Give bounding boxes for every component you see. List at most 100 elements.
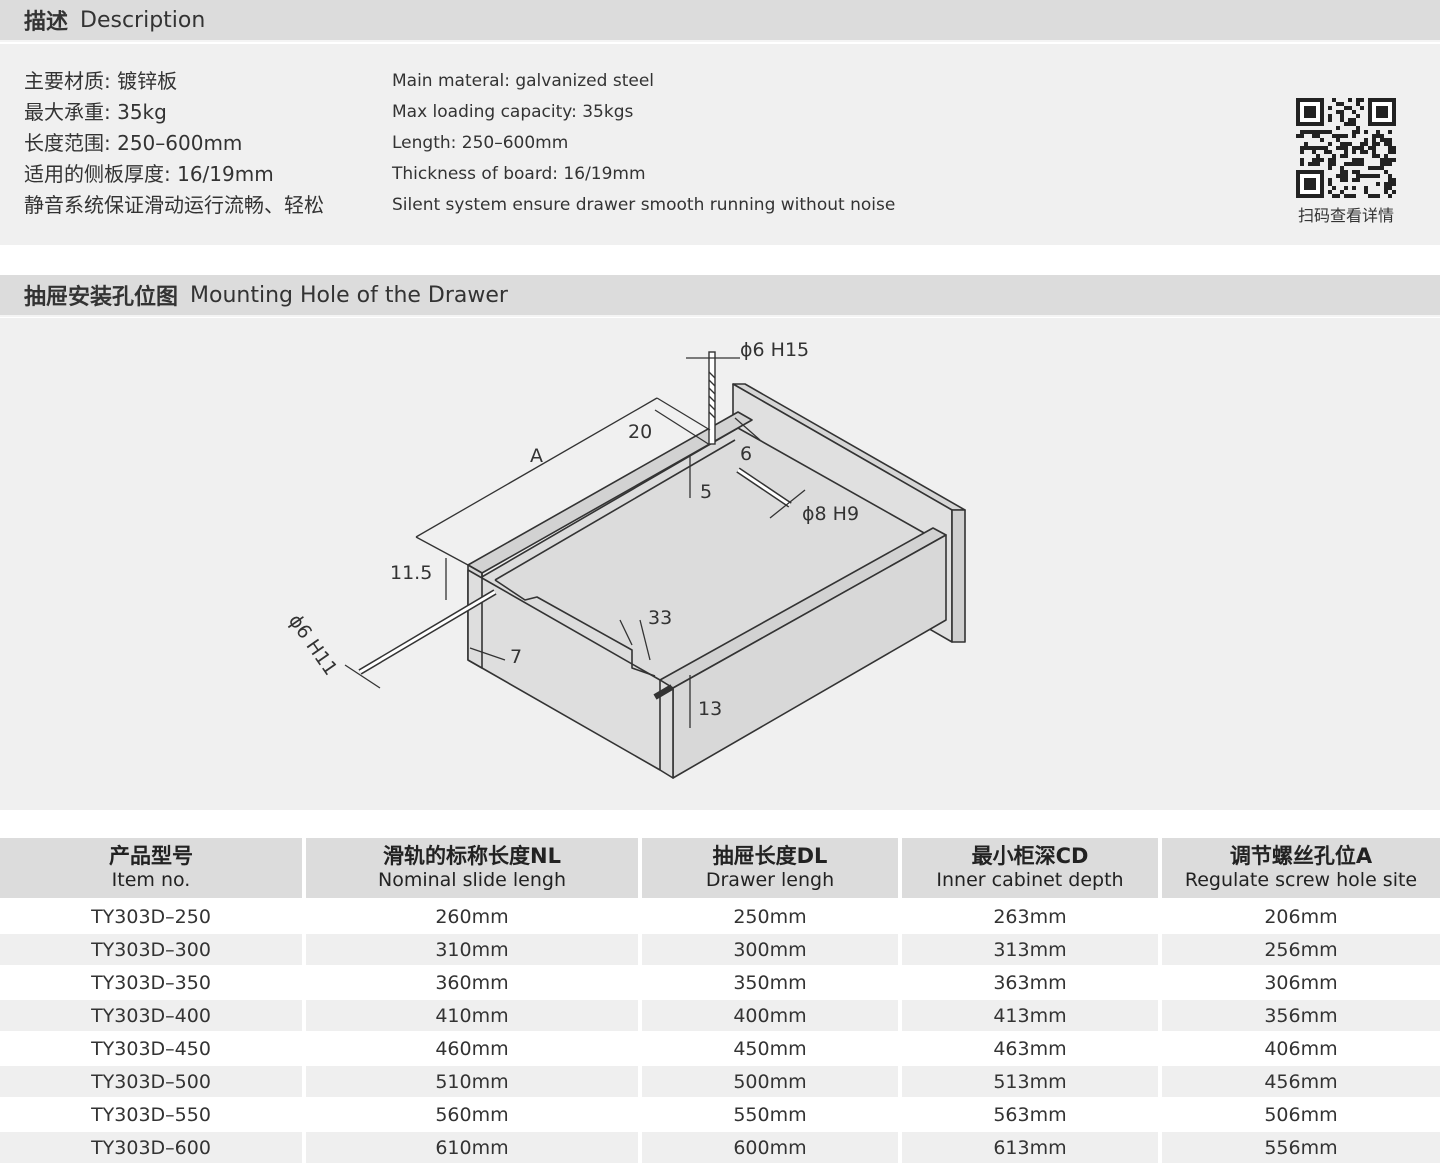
table-cell: 306mm [1160, 966, 1440, 999]
top-drill-icon [709, 352, 715, 444]
table-cell: 356mm [1160, 999, 1440, 1032]
description-list-en: Main materal: galvanized steel Max loadi… [392, 66, 895, 221]
label-dim-5: 5 [700, 481, 712, 503]
description-line-en: Thickness of board: 16/19mm [392, 159, 895, 190]
qr-code-icon[interactable] [1296, 98, 1396, 198]
description-header-en: Description [80, 8, 205, 33]
table-cell: 260mm [304, 900, 640, 934]
table-cell: 450mm [640, 1032, 900, 1065]
table-cell: 363mm [900, 966, 1160, 999]
table-cell: 350mm [640, 966, 900, 999]
table-cell: 510mm [304, 1065, 640, 1098]
table-cell: 250mm [640, 900, 900, 934]
table-cell: 556mm [1160, 1131, 1440, 1163]
col-header-en: Item no. [0, 868, 302, 892]
table-cell: TY303D–300 [0, 933, 304, 966]
table-cell: TY303D–450 [0, 1032, 304, 1065]
table-cell: 206mm [1160, 900, 1440, 934]
table-cell: TY303D–250 [0, 900, 304, 934]
table-cell: 506mm [1160, 1098, 1440, 1131]
dim-a-ext1 [416, 537, 468, 565]
col-header-cn: 最小柜深CD [902, 844, 1158, 868]
label-dim-a: A [530, 445, 543, 467]
description-line-cn: 长度范围: 250–600mm [24, 128, 324, 159]
col-header-cn: 抽屉长度DL [642, 844, 898, 868]
table-cell: 610mm [304, 1131, 640, 1163]
dim-a-ext2 [657, 398, 710, 430]
label-dim-33: 33 [648, 607, 672, 629]
col-header-cn: 滑轨的标称长度NL [306, 844, 638, 868]
table-cell: 563mm [900, 1098, 1160, 1131]
table-cell: TY303D–350 [0, 966, 304, 999]
dim-20-line [655, 410, 710, 445]
col-header-en: Drawer lengh [642, 868, 898, 892]
table-cell: 460mm [304, 1032, 640, 1065]
table-cell: 300mm [640, 933, 900, 966]
table-cell: 500mm [640, 1065, 900, 1098]
col-header-cn: 调节螺丝孔位A [1162, 844, 1440, 868]
table-cell: 513mm [900, 1065, 1160, 1098]
description-line-en: Main materal: galvanized steel [392, 66, 895, 97]
mounting-header-en: Mounting Hole of the Drawer [190, 283, 508, 308]
table-cell: TY303D–500 [0, 1065, 304, 1098]
col-header-cn: 产品型号 [0, 844, 302, 868]
table-cell: 456mm [1160, 1065, 1440, 1098]
col-header-en: Inner cabinet depth [902, 868, 1158, 892]
table-cell: 550mm [640, 1098, 900, 1131]
description-line-cn: 静音系统保证滑动运行流畅、轻松 [24, 190, 324, 221]
table-cell: 413mm [900, 999, 1160, 1032]
table-cell: 256mm [1160, 933, 1440, 966]
table-cell: TY303D–600 [0, 1131, 304, 1163]
description-line-en: Max loading capacity: 35kgs [392, 97, 895, 128]
mounting-header: 抽屉安装孔位图 Mounting Hole of the Drawer [0, 275, 1440, 317]
table-cell: 406mm [1160, 1032, 1440, 1065]
label-dim-6: 6 [740, 443, 752, 465]
label-dim-13: 13 [698, 698, 722, 720]
table-cell: 600mm [640, 1131, 900, 1163]
description-header-cn: 描述 [24, 4, 68, 36]
description-panel: 主要材质: 镀锌板 最大承重: 35kg 长度范围: 250–600mm 适用的… [0, 44, 1440, 245]
description-line-cn: 适用的侧板厚度: 16/19mm [24, 159, 324, 190]
qr-caption: 扫码查看详情 [1280, 202, 1412, 226]
drawer-isometric-diagram: ϕ6 H15 ϕ8 H9 ϕ6 H11 A 20 6 5 11.5 7 33 1… [0, 318, 1440, 810]
label-dim-20: 20 [628, 421, 652, 443]
table-cell: 613mm [900, 1131, 1160, 1163]
table-cell: TY303D–400 [0, 999, 304, 1032]
description-line-en: Silent system ensure drawer smooth runni… [392, 190, 895, 221]
table-cell: 313mm [900, 933, 1160, 966]
table-cell: 400mm [640, 999, 900, 1032]
description-line-cn: 最大承重: 35kg [24, 97, 324, 128]
mounting-header-cn: 抽屉安装孔位图 [24, 279, 178, 311]
label-dim-11-5: 11.5 [390, 562, 432, 584]
table-cell: 360mm [304, 966, 640, 999]
mounting-drawing: ϕ6 H15 ϕ8 H9 ϕ6 H11 A 20 6 5 11.5 7 33 1… [0, 318, 1440, 810]
label-top-hole: ϕ6 H15 [740, 339, 809, 361]
description-line-cn: 主要材质: 镀锌板 [24, 66, 324, 97]
table-cell: 310mm [304, 933, 640, 966]
table-cell: 463mm [900, 1032, 1160, 1065]
col-header-en: Nominal slide lengh [306, 868, 638, 892]
table-cell: 263mm [900, 900, 1160, 934]
label-dim-7: 7 [510, 646, 522, 668]
table-cell: TY303D–550 [0, 1098, 304, 1131]
label-side-hole: ϕ8 H9 [802, 503, 859, 525]
front-panel-edge [952, 510, 965, 642]
label-front-hole: ϕ6 H11 [284, 610, 342, 679]
description-line-en: Length: 250–600mm [392, 128, 895, 159]
